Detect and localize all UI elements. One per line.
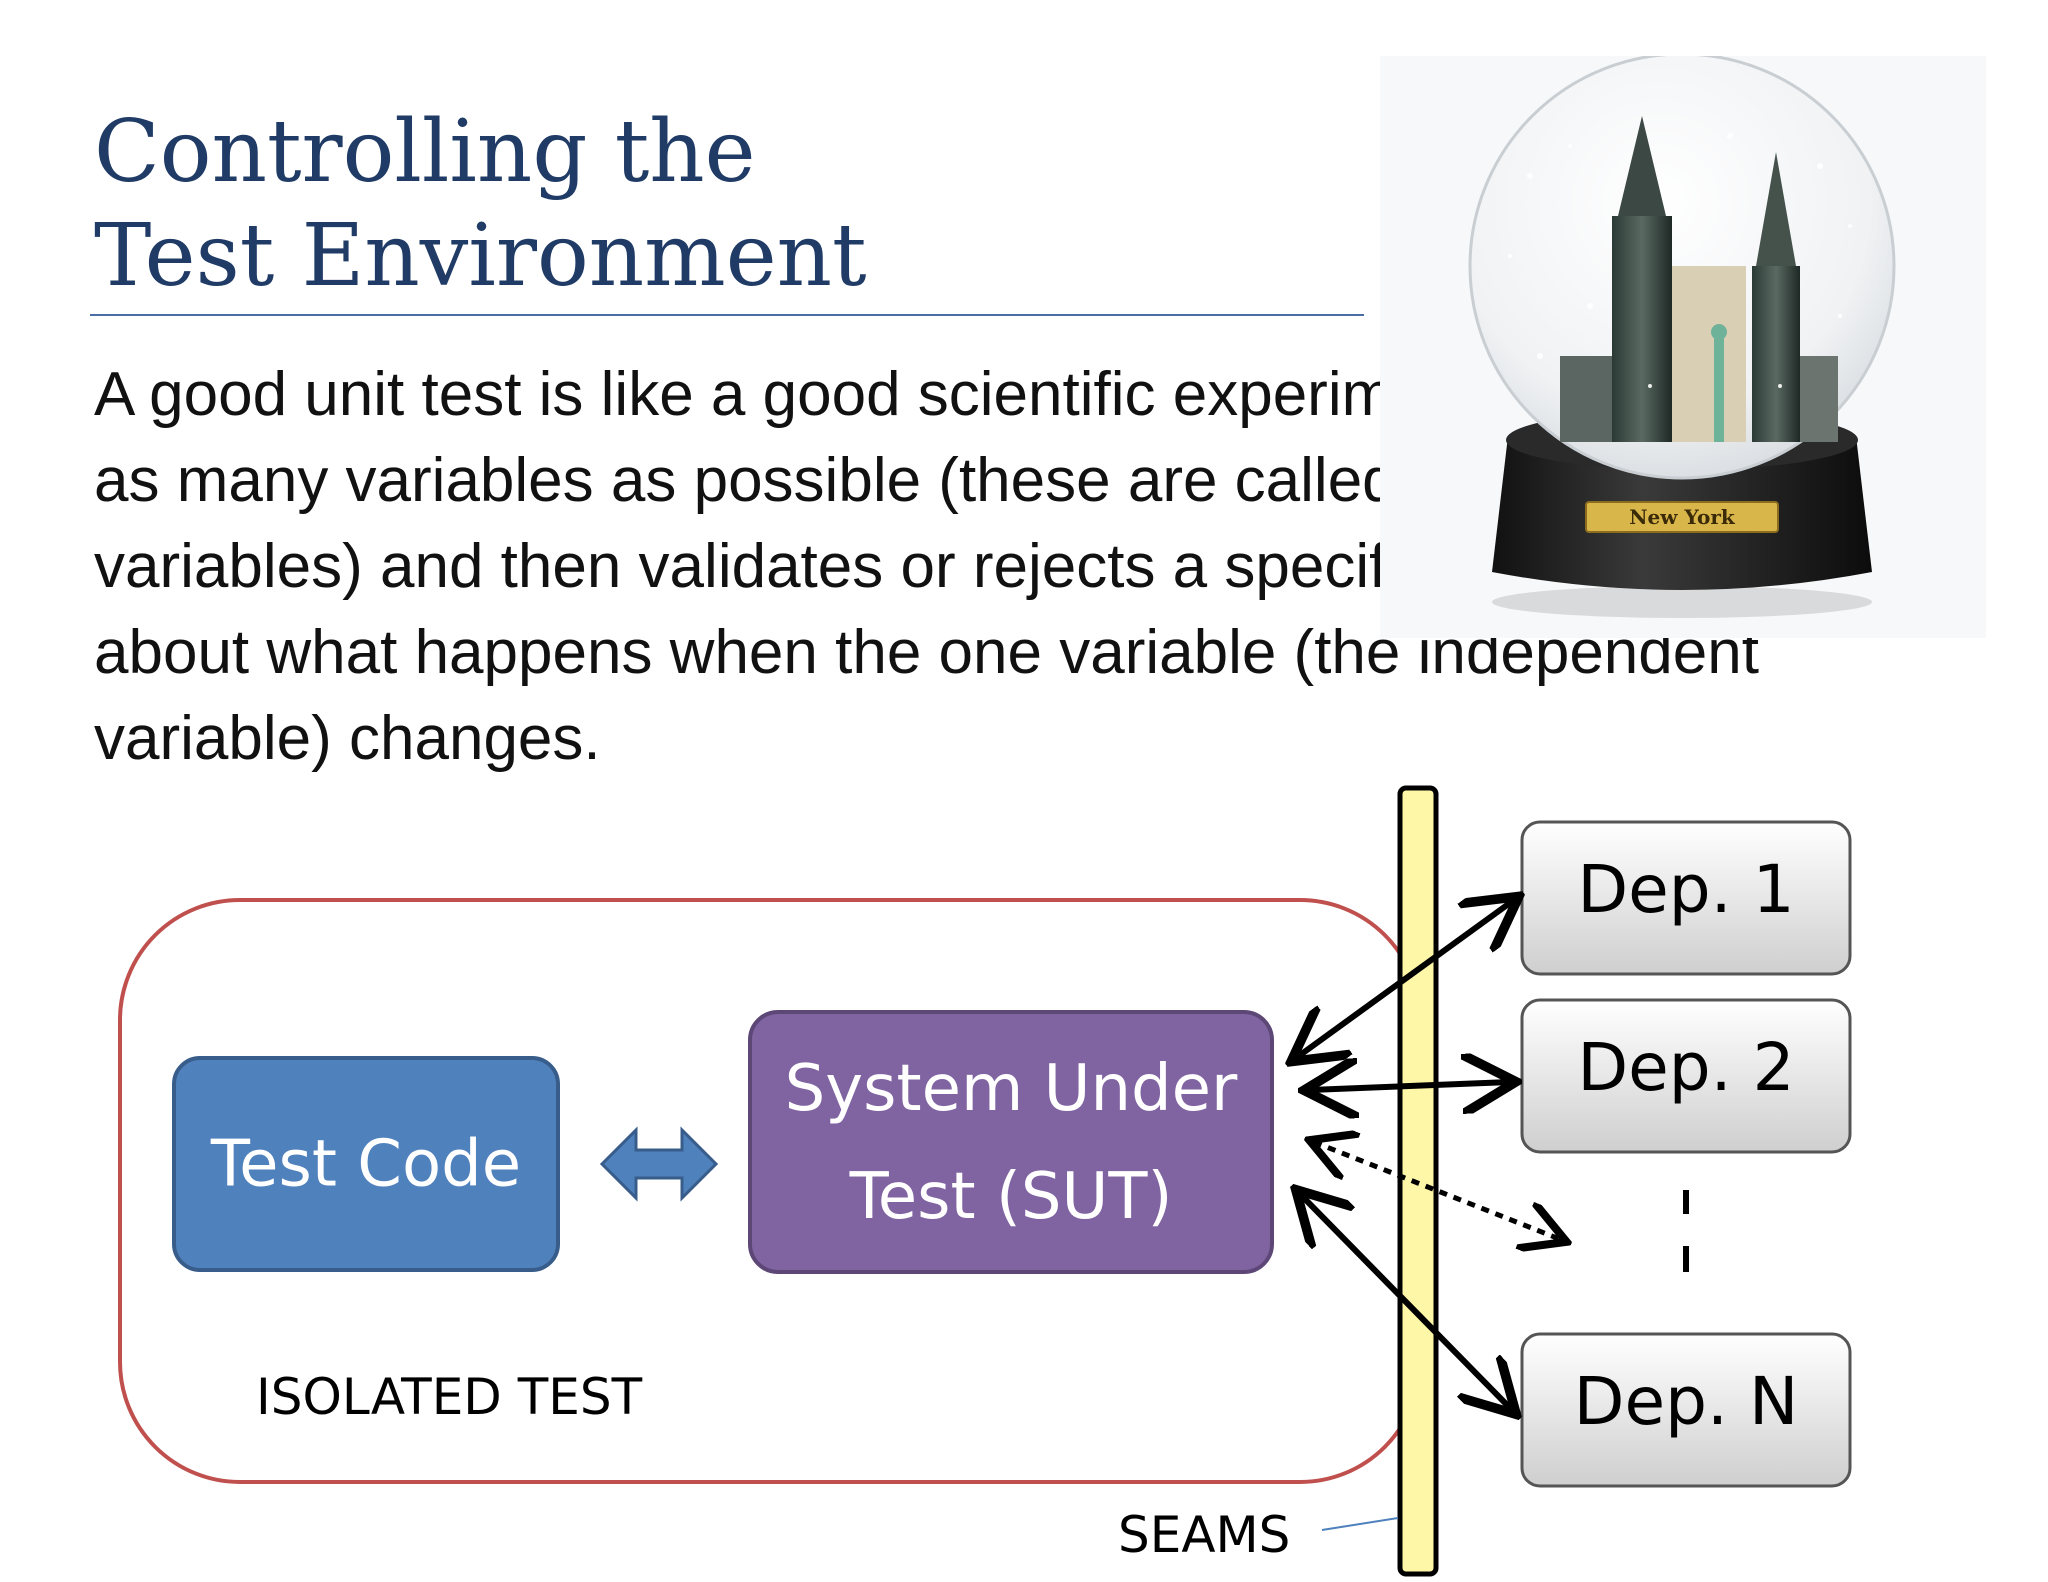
sut-box <box>748 1010 1274 1274</box>
dep-2-label: Dep. 2 <box>1577 1029 1794 1106</box>
seams-label: SEAMS <box>1118 1506 1290 1564</box>
title-divider <box>90 314 1364 316</box>
plaque-text: New York <box>1629 505 1736 529</box>
snow-globe-image: New York <box>1380 56 1986 638</box>
sut-label-line-2: Test (SUT) <box>849 1160 1173 1234</box>
dep-n-label: Dep. N <box>1574 1363 1799 1440</box>
bidirectional-arrow-icon <box>599 1126 719 1202</box>
test-code-box <box>172 1056 560 1272</box>
test-code-label: Test Code <box>210 1128 521 1202</box>
arrow-sut-dep-n <box>1300 1194 1512 1410</box>
seams-leader-line <box>1321 1517 1399 1531</box>
slide-title: Controlling the Test Environment <box>94 100 1344 308</box>
title-line-2: Test Environment <box>94 206 867 306</box>
isolated-test-label: ISOLATED TEST <box>256 1368 643 1426</box>
dep-1-label: Dep. 1 <box>1577 851 1794 928</box>
arrow-sut-dep-1 <box>1296 900 1514 1058</box>
title-line-1: Controlling the <box>94 102 756 202</box>
arrow-sut-dep-2 <box>1310 1082 1510 1090</box>
sut-label-line-1: System Under <box>785 1052 1238 1126</box>
